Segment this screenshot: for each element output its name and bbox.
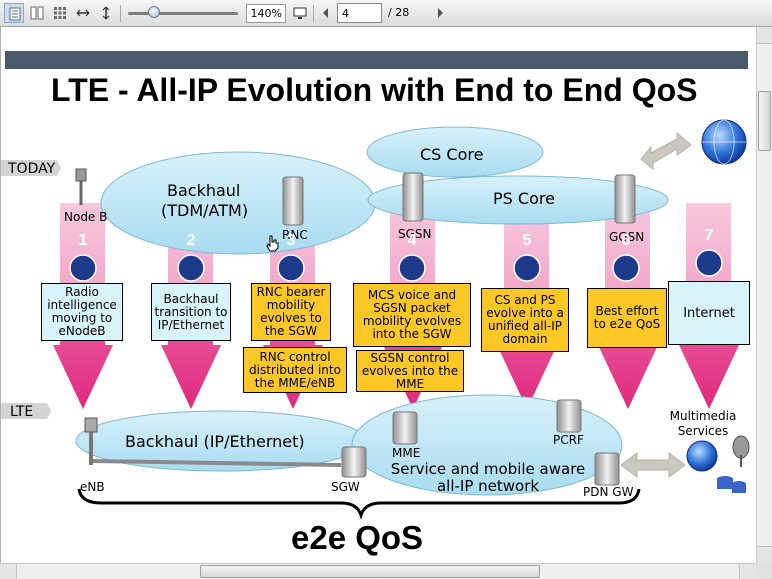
today-tab [1,160,61,176]
database-icon [717,476,746,493]
sgsn-control-box: SGSN control evolves into the MME [356,350,464,392]
ps-core-label: PS Core [493,189,555,208]
step-number: 4 [407,232,417,249]
fit-width-icon[interactable] [73,3,93,23]
e2e-brace [77,488,641,520]
hand-cursor-icon [266,235,279,252]
step-6-box: Best effort to e2e QoS [587,288,667,348]
pcrf-label: PCRF [553,433,584,447]
service-network-ellipse [351,394,623,496]
zoom-level[interactable]: 140% [246,4,286,23]
backhaul-lte-label: Backhaul (IP/Ethernet) [125,432,305,451]
rnc-control-box: RNC control distributed into the MME/eNB [243,347,347,393]
step-5-box: CS and PS evolve into a unified all-IP d… [481,288,569,352]
fullscreen-icon[interactable] [290,3,310,23]
enb-sgw-link [92,459,342,467]
step-number: 5 [522,232,532,249]
step-7-box: Internet [668,281,750,345]
prev-page-icon[interactable] [316,3,336,23]
backhaul-today-sublabel: (TDM/ATM) [161,201,249,220]
sgw-label: SGW [331,480,360,494]
mme-label: MME [392,446,421,460]
globe-icon-bottom [686,440,718,472]
step-4-box: MCS voice and SGSN packet mobility evolv… [353,283,471,347]
node-b-antenna-icon [75,168,87,205]
zoom-slider-track[interactable] [128,12,238,15]
vertical-scrollbar[interactable] [756,27,772,563]
two-page-icon[interactable] [27,3,47,23]
horizontal-scrollbar[interactable] [0,563,756,579]
sgsn-label: SGSN [398,227,432,241]
scrollbar-corner [756,563,772,579]
step-2-box: Backhaul transition to IP/Ethernet [151,283,231,341]
multimedia-arrow [620,452,686,478]
enb-label: eNB [80,480,105,494]
slide-header-bar [5,51,748,69]
step-3-box: RNC bearer mobility evolves to the SGW [251,283,331,341]
lte-tab [1,403,51,419]
scroll-up-icon[interactable] [757,27,772,44]
cs-core-ellipse [366,126,544,178]
rnc-label: RNC [282,228,308,242]
today-label: TODAY [8,161,56,177]
thumbnails-icon[interactable] [50,3,70,23]
satellite-dish-icon [732,435,750,467]
next-page-icon[interactable] [430,3,450,23]
service-network-label: Service and mobile aware all-IP network [390,460,586,495]
scroll-left-icon[interactable] [0,564,17,579]
slide-title: LTE - All-IP Evolution with End to End Q… [51,72,698,108]
page-total: / 28 [388,6,410,19]
page-number-input[interactable] [337,3,382,23]
multimedia-label: Multimedia Services [669,409,737,438]
cs-core-label: CS Core [420,145,484,164]
zoom-slider[interactable] [148,6,160,18]
scroll-down-icon[interactable] [757,546,772,563]
step-1-box: Radio intelligence moving to eNodeB [41,283,123,341]
ggsn-label: GGSN [609,230,645,244]
single-page-icon[interactable] [4,3,24,23]
ps-core-ellipse [367,175,669,225]
step-number: 2 [186,232,196,249]
node-b-label: Node B [64,210,108,224]
step-number: 1 [78,232,88,249]
step-number-circles [69,249,723,282]
pdn-gw-label: PDN GW [583,485,634,499]
document-viewer[interactable]: LTE - All-IP Evolution with End to End Q… [0,27,756,563]
fit-height-icon[interactable] [96,3,116,23]
internet-arrow [640,131,692,171]
server-icons-top [282,172,636,226]
enb-antenna-icon [84,417,98,465]
step-number: 3 [286,232,296,249]
step-number: 7 [704,227,714,244]
server-icons-lte [341,399,620,486]
horizontal-scroll-thumb[interactable] [200,565,540,578]
backhaul-today-label: Backhaul [167,181,241,200]
step-number: 6 [621,232,631,249]
scroll-right-icon[interactable] [739,564,756,579]
toolbar: 140% / 28 [0,0,772,27]
vertical-scroll-thumb[interactable] [758,91,771,151]
lte-label: LTE [10,404,34,420]
e2e-qos-label: e2e QoS [291,519,424,556]
